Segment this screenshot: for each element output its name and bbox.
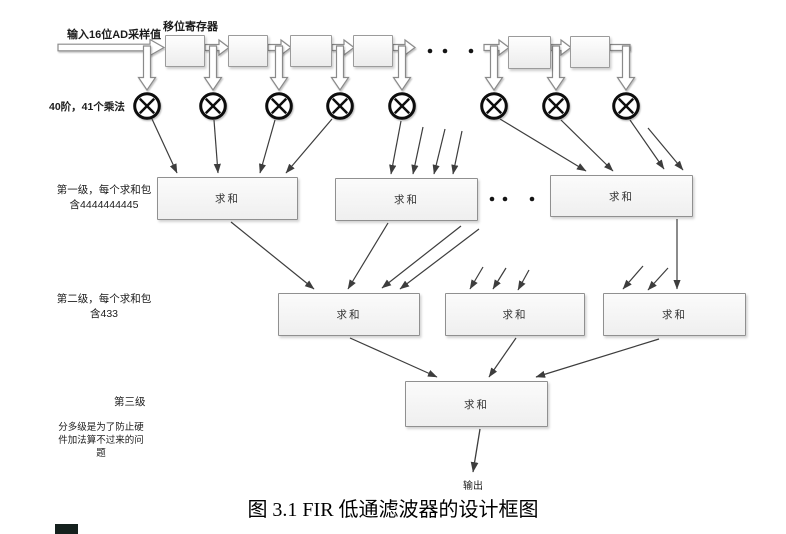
sum-box-label: 求和: [609, 190, 634, 203]
multiplier-row: [133, 92, 640, 120]
ellipsis-dots-top: [427, 48, 474, 54]
level1-note-line1: 第一级，每个求和包: [56, 184, 152, 196]
multiply-icon: [265, 92, 293, 120]
multilevel-reason-note: 分多级是为了防止硬 件加法算不过来的问 题: [57, 421, 145, 460]
ellipsis-dots-level1: [489, 196, 535, 202]
sum-box-label: 求和: [394, 194, 419, 206]
sum-box-level1-3: 求和: [550, 175, 693, 217]
level2-note: 第二级，每个求和包 含433: [40, 292, 168, 322]
level2-note-line1: 第二级，每个求和包: [56, 293, 152, 305]
input-label: 输入16位AD采样值: [67, 29, 162, 41]
output-label: 输出: [463, 481, 483, 492]
sum-box-label: 求和: [464, 398, 489, 411]
shift-register-cell-1: [165, 35, 205, 67]
bottom-left-artifact: [55, 524, 78, 534]
shift-register-cell-4: [353, 35, 393, 67]
input-block-arrow: [57, 38, 166, 57]
shift-register-connector-arrows: [204, 38, 631, 57]
multiply-icon: [612, 92, 640, 120]
multiply-icon: [199, 92, 227, 120]
shift-register-cell-2: [228, 35, 268, 67]
sum-box-level2-2: 求和: [445, 293, 585, 336]
shift-register-cell-5: [508, 36, 551, 69]
multiply-icon: [388, 92, 416, 120]
shift-register-cell-3: [290, 35, 332, 67]
sum-box-label: 求和: [502, 309, 528, 321]
output-arrow: [470, 428, 481, 473]
sum-box-level3: 求和: [405, 381, 548, 427]
figure-caption: 图 3.1 FIR 低通滤波器的设计框图: [247, 499, 539, 521]
multiplier-count-note: 40阶，41个乘法: [49, 101, 125, 113]
sum-box-level2-1: 求和: [278, 293, 420, 336]
multiply-icon: [133, 92, 161, 120]
sum-box-label: 求和: [215, 193, 240, 205]
sum-box-level2-3: 求和: [603, 293, 746, 336]
sum-box-level1-1: 求和: [157, 177, 298, 220]
reason-note-line3: 题: [96, 448, 106, 459]
sum-box-label: 求和: [336, 309, 362, 321]
sum-box-label: 求和: [662, 309, 687, 321]
level3-note: 第三级: [114, 396, 146, 408]
tap-down-arrows: [137, 45, 636, 92]
shift-register-cell-6: [570, 36, 610, 68]
level2-note-line2: 含433: [89, 308, 119, 320]
multiply-icon: [480, 92, 508, 120]
reason-note-line2: 件加法算不过来的问: [58, 435, 144, 446]
signal-arrows: [151, 118, 684, 378]
sum-box-level1-2: 求和: [335, 178, 478, 221]
level1-note-line2: 含4444444445: [69, 199, 139, 211]
multiply-icon: [542, 92, 570, 120]
level1-note: 第一级，每个求和包 含4444444445: [40, 183, 168, 213]
multiply-icon: [326, 92, 354, 120]
shift-register-label: 移位寄存器: [163, 21, 218, 33]
reason-note-line1: 分多级是为了防止硬: [58, 422, 144, 433]
